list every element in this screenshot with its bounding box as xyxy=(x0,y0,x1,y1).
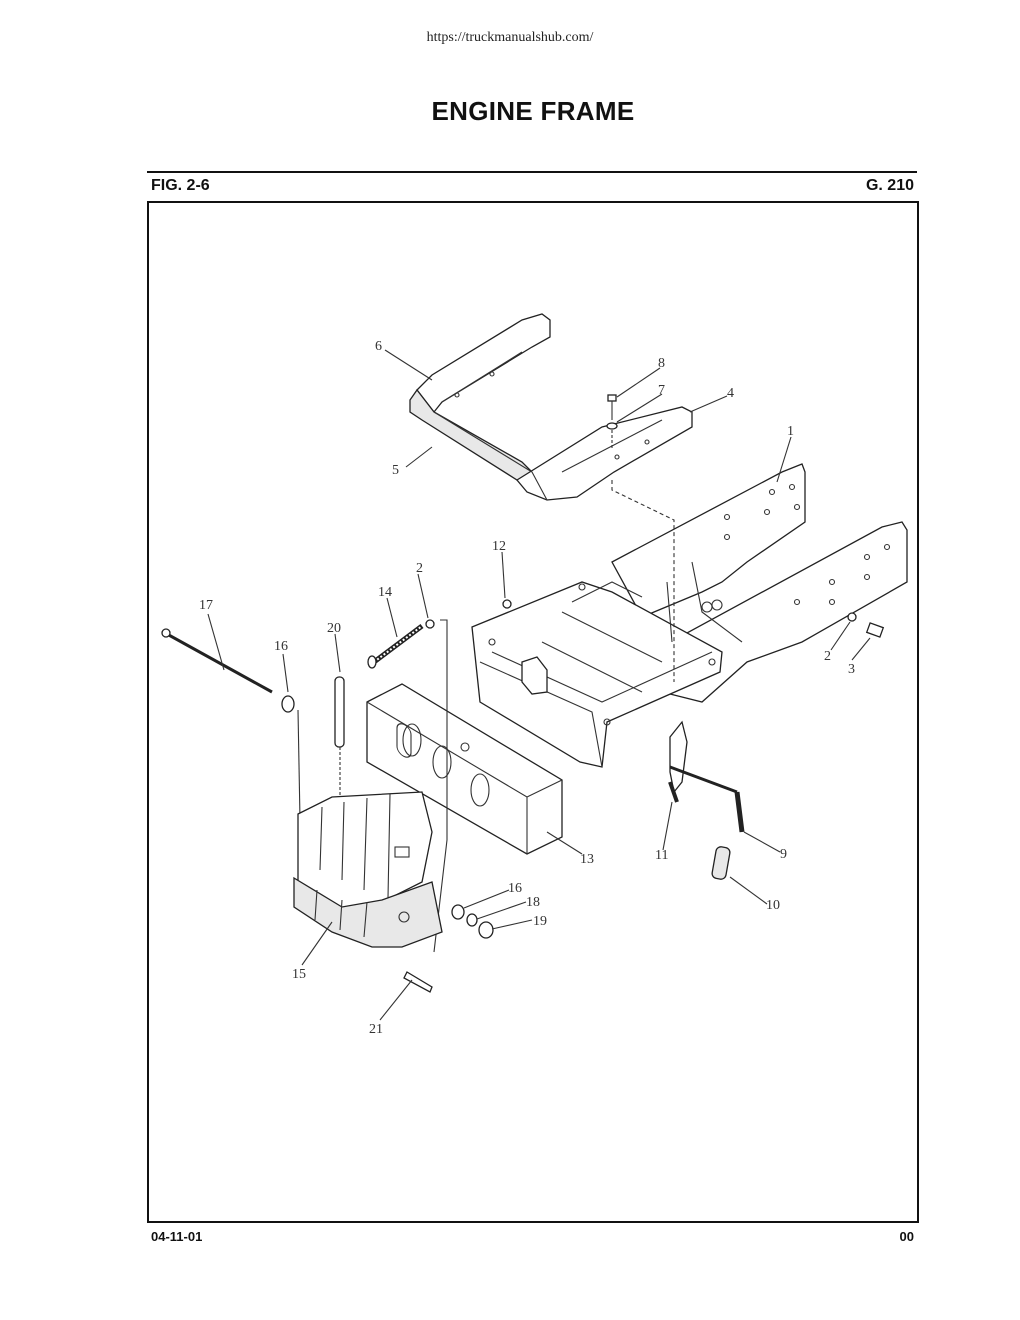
callout-5: 5 xyxy=(392,463,399,478)
bumper-frame-part xyxy=(409,313,693,501)
exploded-parts-diagram: 1 2 2 3 4 5 6 7 8 9 10 11 12 13 14 15 16… xyxy=(161,313,908,1037)
document-date: 04-11-01 xyxy=(151,1229,203,1244)
callout-7: 7 xyxy=(658,383,665,398)
callout-14: 14 xyxy=(378,585,392,600)
callout-numbers: 1 2 2 3 4 5 6 7 8 9 10 11 12 13 14 15 16… xyxy=(199,339,855,1037)
figure-number: FIG. 2-6 xyxy=(151,177,210,194)
callout-17: 17 xyxy=(199,598,213,613)
callout-2-right: 2 xyxy=(824,649,831,664)
callout-6: 6 xyxy=(375,339,382,354)
callout-8: 8 xyxy=(658,356,665,371)
cotter-pin-part xyxy=(403,971,433,993)
header-rule xyxy=(147,171,917,173)
lever-part xyxy=(668,720,745,880)
callout-1: 1 xyxy=(787,424,794,439)
counterweight-block-part xyxy=(366,683,563,855)
long-bolt-part xyxy=(367,619,448,953)
group-number: G. 210 xyxy=(865,177,914,194)
callout-leaders xyxy=(207,349,871,1021)
callout-20: 20 xyxy=(327,621,341,636)
side-bolt-part xyxy=(847,612,885,638)
tie-rod-part xyxy=(161,628,301,821)
revision-number: 00 xyxy=(899,1229,914,1244)
callout-10: 10 xyxy=(766,898,780,913)
counterweight-stack-part xyxy=(293,791,443,948)
source-url: https://truckmanualshub.com/ xyxy=(426,30,594,45)
washer-part xyxy=(502,599,512,609)
callout-19: 19 xyxy=(533,914,547,929)
callout-9: 9 xyxy=(780,847,787,862)
callout-16-left: 16 xyxy=(274,639,288,654)
callout-11: 11 xyxy=(655,848,668,863)
callout-13: 13 xyxy=(580,852,594,867)
page-title: ENGINE FRAME xyxy=(431,96,635,126)
diagram-frame: 1 2 2 3 4 5 6 7 8 9 10 11 12 13 14 15 16… xyxy=(147,201,919,1223)
callout-16-right: 16 xyxy=(508,881,522,896)
callout-15: 15 xyxy=(292,967,306,982)
callout-4: 4 xyxy=(727,386,734,401)
washer-nut-part xyxy=(451,904,494,939)
callout-18: 18 xyxy=(526,895,540,910)
main-frame-part xyxy=(471,463,908,768)
bolt-part xyxy=(606,394,618,450)
callout-2-left: 2 xyxy=(416,561,423,576)
callout-3: 3 xyxy=(848,662,855,677)
callout-12: 12 xyxy=(492,539,506,554)
callout-21: 21 xyxy=(369,1022,383,1037)
